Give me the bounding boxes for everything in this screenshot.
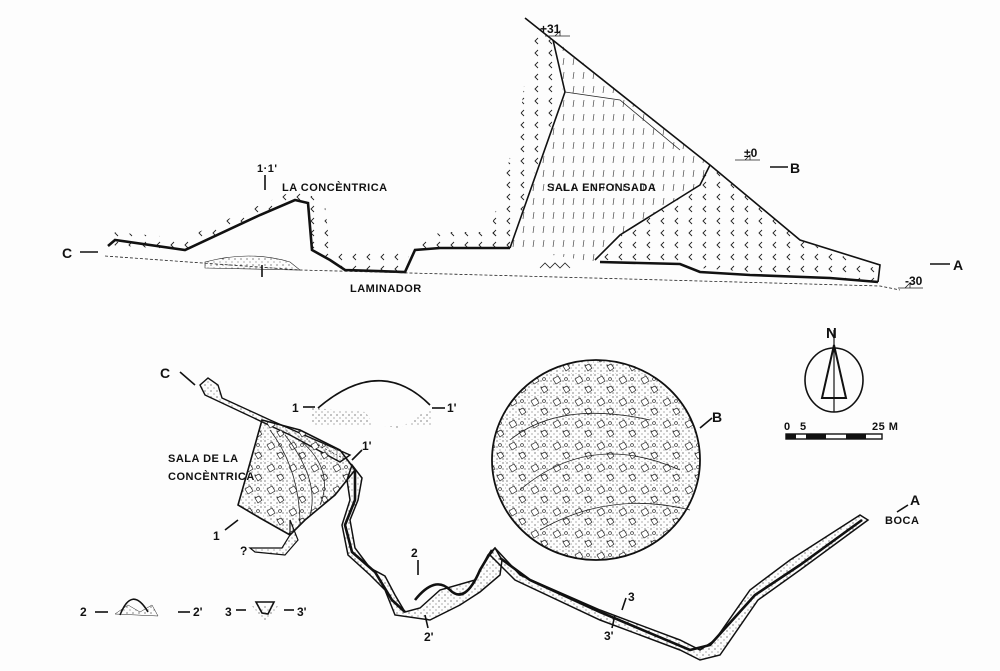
section-1-right-label: 1'	[447, 401, 457, 415]
room-concentrica-label: LA CONCÈNTRICA	[282, 181, 388, 194]
profile-label-b: B	[790, 160, 800, 176]
section-1-floor	[312, 408, 432, 428]
profile-lower-ceiling	[599, 260, 879, 284]
plan-sec2: 2	[411, 546, 418, 560]
scale-tick-0: 0	[784, 421, 791, 433]
plan-sec3p: 3'	[604, 629, 614, 643]
section-3-floor	[252, 606, 278, 622]
section-2-floor	[114, 604, 159, 617]
plan-label-c: C	[160, 365, 170, 381]
plan-label-b: B	[712, 409, 722, 425]
plan-view	[95, 359, 909, 661]
plan-sec2p: 2'	[424, 630, 434, 644]
section-mark-profile: 1·1'	[257, 163, 278, 175]
section-1-profile	[317, 379, 431, 409]
north-arrow-icon	[804, 330, 864, 413]
surface-slope-line	[524, 17, 881, 283]
sediment-mound	[204, 255, 301, 271]
plan-streamline-1	[343, 470, 494, 613]
section-3-left-label: 3	[225, 605, 232, 619]
sala-concentrica	[237, 419, 357, 536]
profile-floor	[104, 255, 901, 291]
plan-sec3: 3	[628, 590, 635, 604]
block-room-fill	[595, 165, 880, 282]
profile-label-c: C	[62, 245, 72, 261]
rock-left-of-enfonsada	[490, 35, 563, 246]
plan-label-a: A	[910, 492, 920, 508]
profile-label-a: A	[953, 257, 963, 273]
plan-sec1: 1	[213, 529, 220, 543]
sala-concentrica-line2: CONCÈNTRICA	[168, 470, 255, 483]
plan-streamline-2	[499, 518, 863, 652]
profile-ceiling	[107, 198, 510, 274]
scale-bar	[785, 433, 883, 440]
scale-tick-5: 5	[800, 421, 807, 433]
passage-to-boca	[489, 514, 870, 661]
elev-mark-zero	[735, 154, 760, 161]
lower-branch	[248, 519, 299, 556]
boulders	[539, 262, 571, 269]
elevation-zero: ±0	[744, 146, 758, 160]
section-3-right-label: 3'	[297, 605, 307, 619]
scale-tick-25: 25 M	[872, 421, 898, 433]
north-label: N	[826, 325, 837, 342]
concentric-lines	[269, 429, 325, 526]
sala-enfonsada-plan	[491, 359, 701, 561]
passage-1-2	[341, 463, 503, 621]
section-2-right-label: 2'	[193, 605, 203, 619]
laminador-label: LAMINADOR	[350, 283, 422, 295]
enfonsada-inner-line	[564, 91, 681, 151]
section-2-left-label: 2	[80, 605, 87, 619]
section-1-left-label: 1	[292, 401, 299, 415]
block-slope-line	[594, 164, 711, 261]
sala-concentrica-line1: SALA DE LA	[168, 453, 239, 465]
boca-label: BOCA	[885, 515, 919, 527]
elevation-top: +31	[540, 22, 561, 36]
sala-enfonsada-fill	[510, 40, 710, 262]
elevation-bottom: -30	[905, 274, 923, 288]
elev-mark-top	[545, 30, 570, 37]
enfonsada-contours	[509, 412, 691, 531]
room-enfonsada-label: SALA ENFONSADA	[547, 182, 656, 194]
longitudinal-profile	[80, 17, 950, 291]
unknown-mark: ?	[240, 544, 247, 558]
elev-mark-bottom	[898, 282, 923, 289]
plan-sec1p: 1'	[362, 439, 372, 453]
